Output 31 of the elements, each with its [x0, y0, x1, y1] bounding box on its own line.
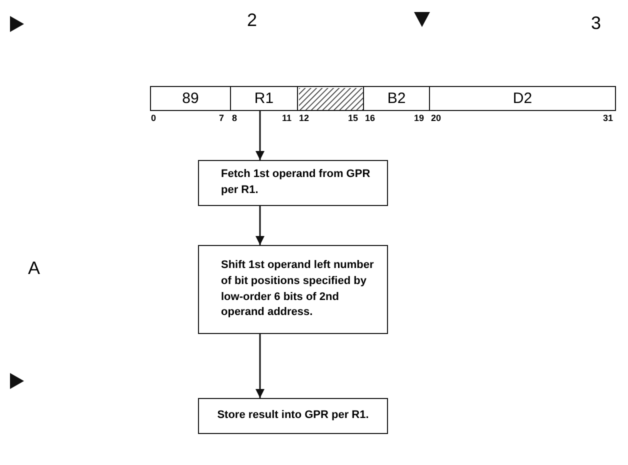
page-reference: A — [28, 258, 40, 279]
field-name: R1 — [254, 90, 274, 107]
bit-number: 12 — [299, 113, 310, 123]
bit-number: 11 — [282, 113, 292, 123]
process-box — [198, 398, 388, 434]
step-text: Shift 1st operand left number of bit positions specified by low-order 6 bits of 2nd operand address. — [221, 258, 375, 320]
register-field — [230, 86, 298, 111]
bit-number: 15 — [348, 113, 358, 123]
field-name: 89 — [182, 90, 199, 107]
bit-number: 19 — [414, 113, 424, 123]
bit-number: 31 — [603, 113, 614, 123]
opcode-field — [150, 86, 231, 111]
field-name: D2 — [512, 90, 532, 107]
bit-number: 16 — [365, 113, 376, 123]
bit-number: 7 — [219, 113, 224, 123]
step-text: Fetch 1st operand from GPR per R1. — [221, 167, 372, 198]
arrow — [256, 206, 264, 245]
arrow — [256, 334, 264, 398]
step-text: Store result into GPR per R1. — [217, 408, 369, 424]
arrow — [256, 111, 264, 160]
page-reference: 3 — [591, 13, 602, 34]
page-reference: 2 — [247, 10, 258, 31]
bit-number: 0 — [151, 113, 156, 123]
base-register-field — [363, 86, 430, 111]
process-box — [198, 245, 388, 334]
process-box — [198, 160, 388, 206]
field-name: B2 — [387, 90, 406, 107]
bit-number: 8 — [232, 113, 238, 123]
displacement-field — [429, 86, 616, 111]
bit-number: 20 — [431, 113, 442, 123]
unused-field — [297, 86, 364, 111]
